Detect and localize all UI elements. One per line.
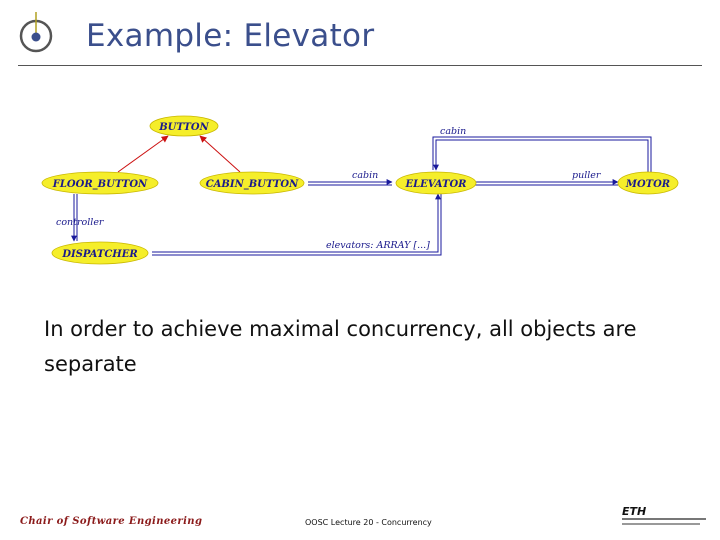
svg-text:ELEVATOR: ELEVATOR [405,179,467,190]
inherit-edge-floor-button [117,135,169,173]
svg-text:MOTOR: MOTOR [625,179,670,190]
svg-text:FLOOR_BUTTON: FLOOR_BUTTON [52,179,148,190]
edge-label-cabin-top: cabin [440,126,466,137]
eth-logo-icon: ETH [622,505,706,525]
title-divider [18,65,702,66]
elevator-class-diagram: cabin cabin puller controller elevators:… [41,115,679,265]
edge-label-elevators: elevators: ARRAY [...] [326,240,430,251]
slide-title: Example: Elevator [86,18,375,54]
client-edge-cabin-button-elevator [308,179,393,186]
edge-label-cabin: cabin [352,170,378,181]
footer-chair-name: Chair of Software Engineering [20,516,203,527]
slide-body-text: In order to achieve maximal concurrency,… [44,317,637,376]
footer-lecture-title: OOSC Lecture 20 - Concurrency [305,518,432,527]
svg-text:CABIN_BUTTON: CABIN_BUTTON [206,179,299,190]
edge-label-controller: controller [56,217,105,228]
node-cabin-button: CABIN_BUTTON [199,171,305,195]
edge-label-puller: puller [572,170,602,181]
svg-text:DISPATCHER: DISPATCHER [61,249,137,260]
node-motor: MOTOR [617,171,679,195]
node-dispatcher: DISPATCHER [51,241,149,265]
svg-text:ETH: ETH [622,505,646,518]
client-edge-dispatcher-elevator [152,193,442,256]
client-edge-motor-elevator [432,136,652,172]
client-edge-floor-button-dispatcher [71,194,78,242]
client-edge-elevator-motor [472,179,619,186]
node-elevator: ELEVATOR [395,171,477,195]
svg-text:BUTTON: BUTTON [158,122,209,133]
inherit-edge-cabin-button [199,135,241,173]
chair-logo-icon [19,12,53,53]
node-button: BUTTON [149,115,219,137]
node-floor-button: FLOOR_BUTTON [41,171,159,195]
